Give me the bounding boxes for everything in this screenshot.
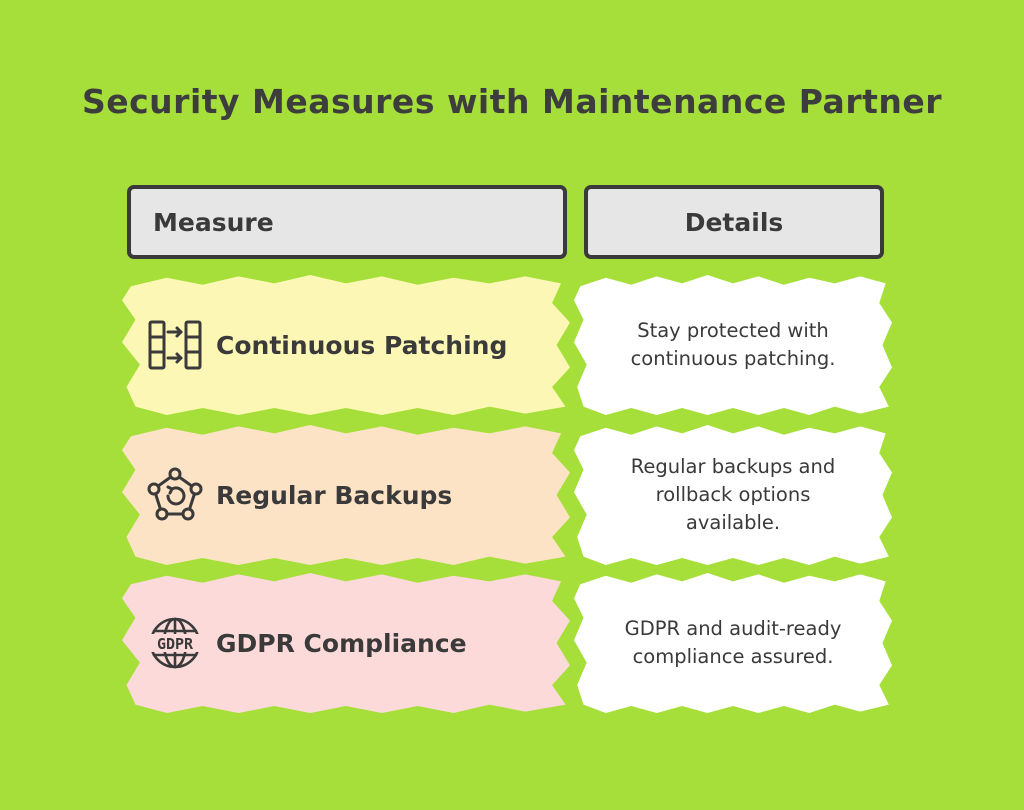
measure-label: Regular Backups [216,480,453,510]
measure-cell-backups: Regular Backups [122,425,570,565]
gdpr-globe-icon: GDPR [146,614,204,672]
header-details-label: Details [684,207,784,237]
detail-cell-backups: Regular backups and rollback options ava… [574,425,892,565]
backup-network-icon [146,466,204,524]
detail-text: Stay protected with continuous patching. [630,319,836,370]
measure-cell-patching: Continuous Patching [122,275,570,415]
detail-text: GDPR and audit-ready compliance assured. [624,617,842,668]
header-measure-label: Measure [153,207,274,237]
measure-label: Continuous Patching [216,330,508,360]
patching-arrows-icon [146,316,204,374]
detail-text: Regular backups and rollback options ava… [630,455,836,534]
detail-cell-patching: Stay protected with continuous patching. [574,275,892,415]
measure-label: GDPR Compliance [216,628,467,658]
detail-cell-gdpr: GDPR and audit-ready compliance assured. [574,573,892,713]
page-title: Security Measures with Maintenance Partn… [81,82,943,121]
svg-text:GDPR: GDPR [157,635,194,653]
header-measure: Measure [127,185,567,259]
measure-cell-gdpr: GDPR GDPR Compliance [122,573,570,713]
header-details: Details [584,185,884,259]
